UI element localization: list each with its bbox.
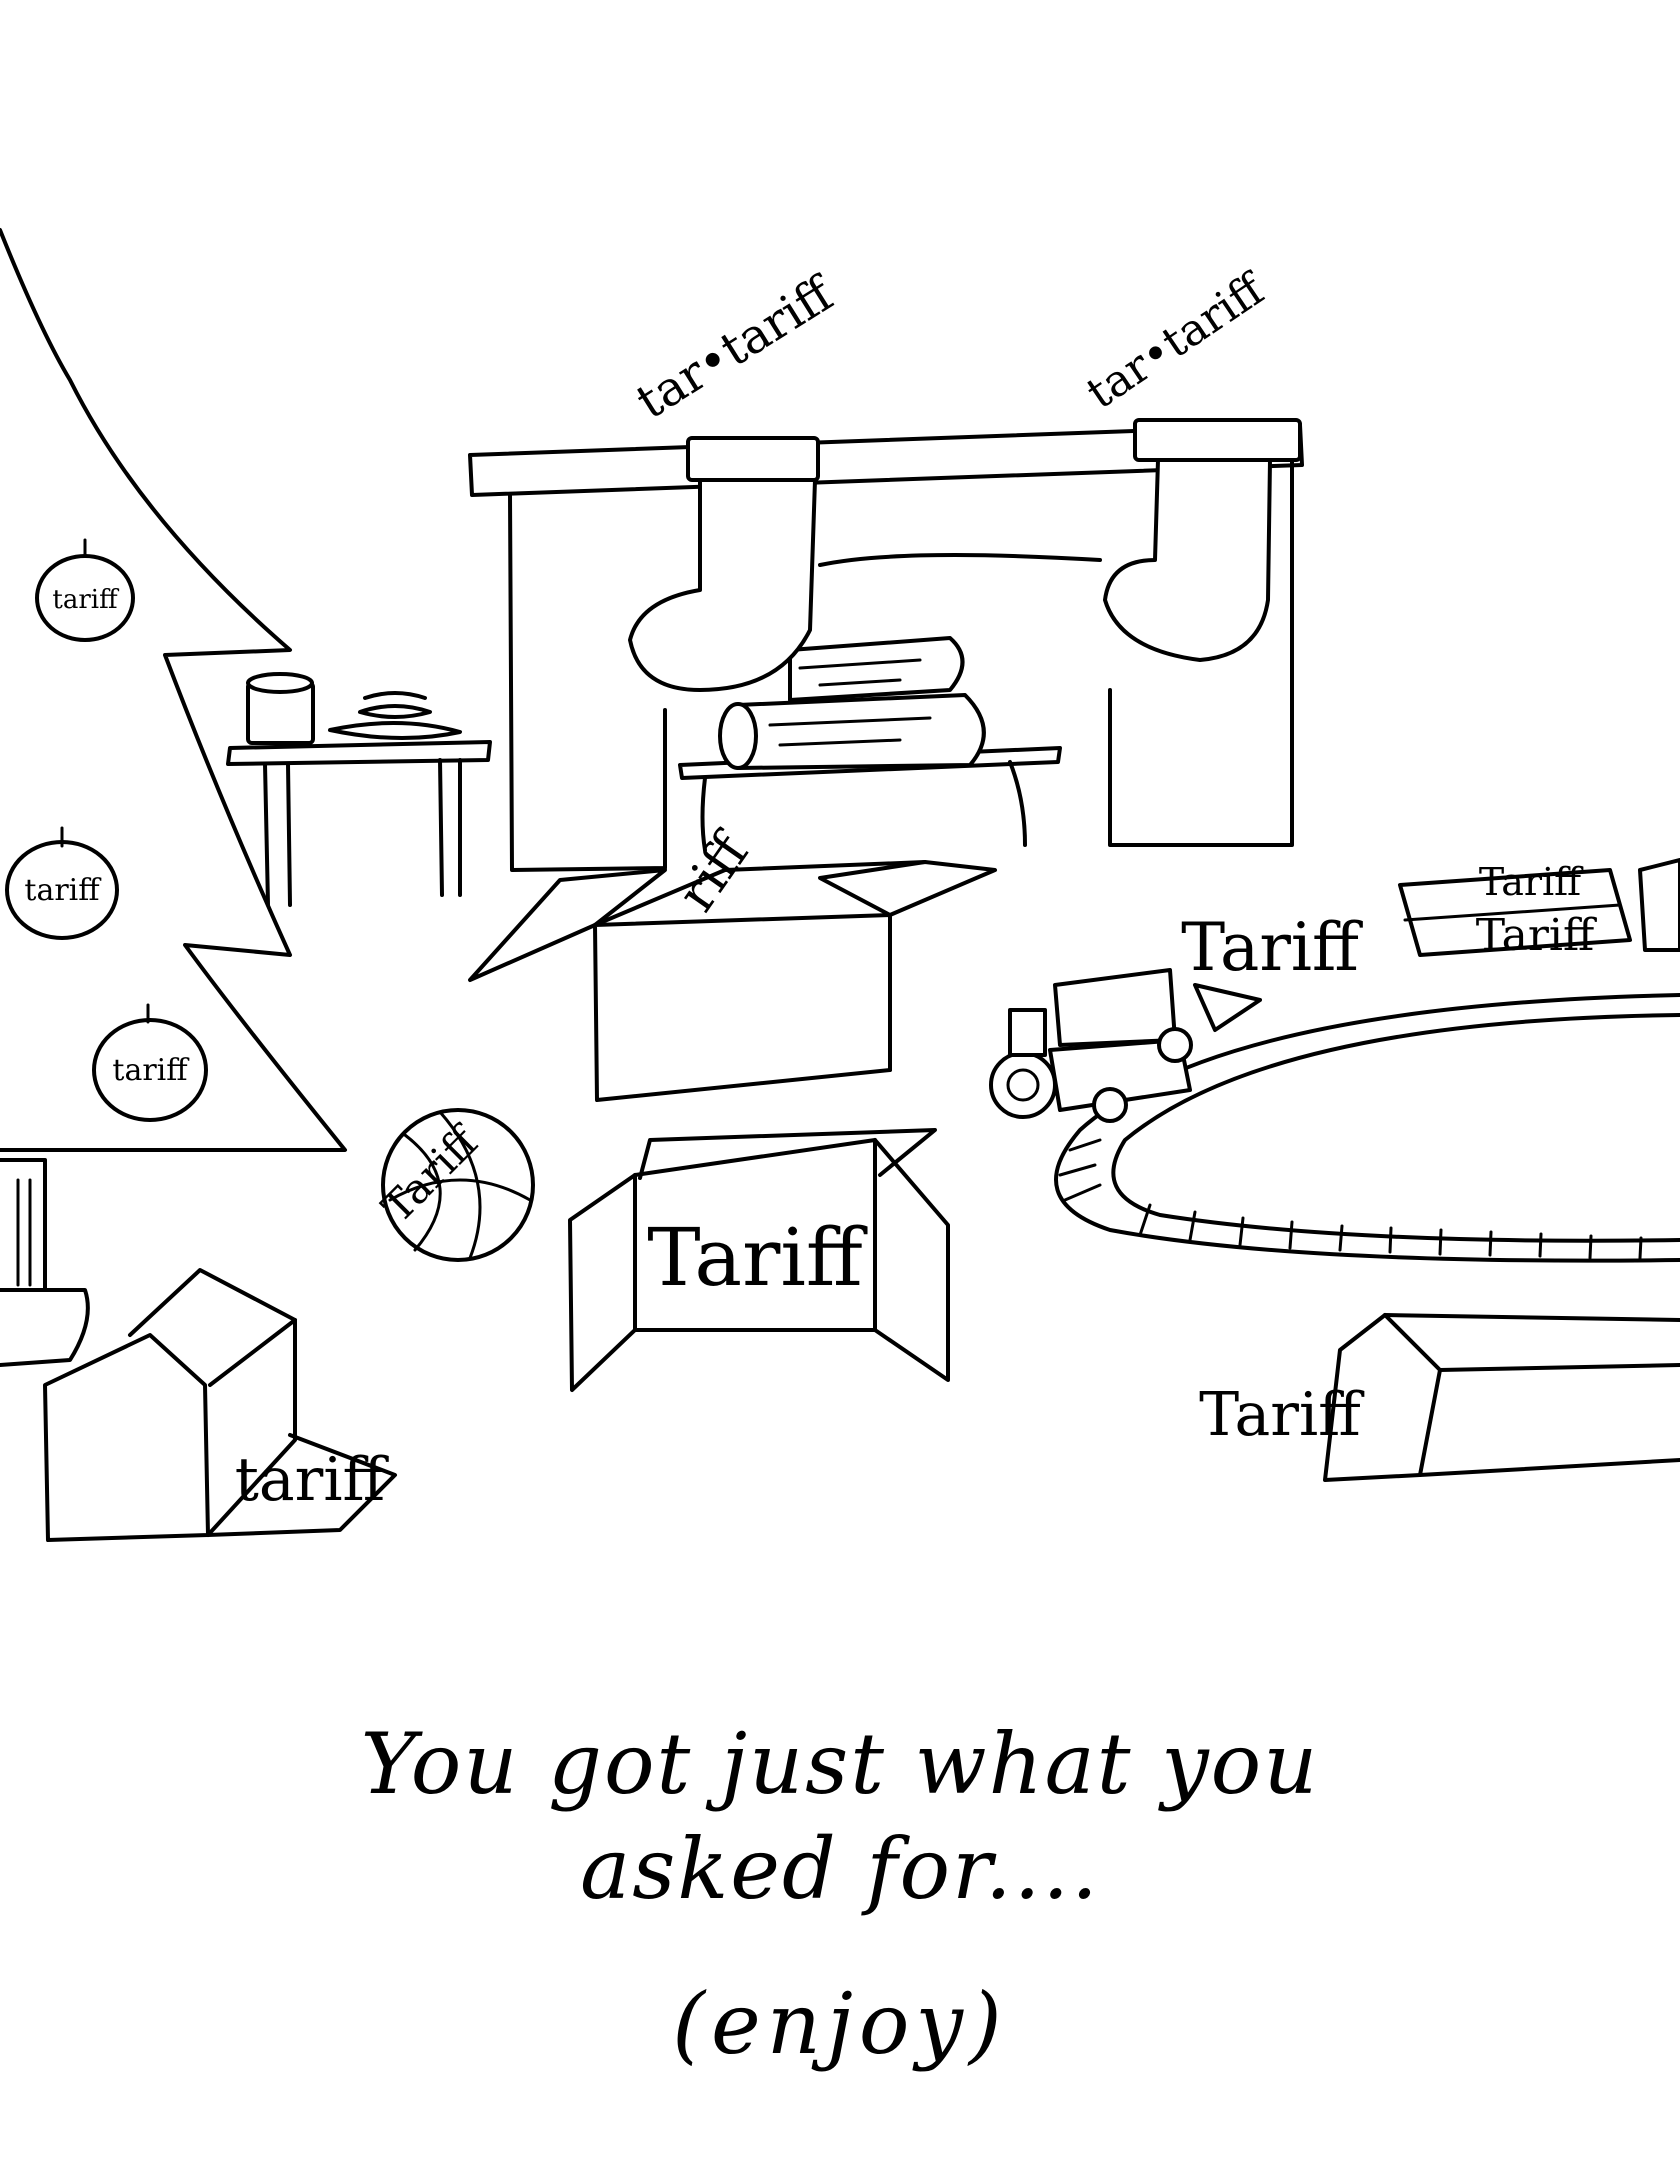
stocking-2-label: tar•tariff: [1078, 263, 1276, 419]
ornament-1-label: tariff: [52, 585, 120, 615]
box-center: Tariff: [568, 1128, 950, 1392]
stove-pipe: [0, 1158, 90, 1367]
stocking-1-label: tar•tariff: [627, 265, 845, 430]
train-track: [1054, 993, 1680, 1263]
box-left-label: tariff: [235, 1445, 390, 1515]
ornament-2: tariff: [5, 826, 119, 940]
box-right: Tariff: [1199, 1313, 1680, 1482]
basketball: Tariff: [372, 1108, 535, 1262]
ornament-3: tariff: [92, 1003, 208, 1122]
box-center-label: Tariff: [647, 1211, 868, 1304]
side-table: [226, 672, 492, 907]
ornament-2-label: tariff: [24, 873, 102, 908]
logs: [718, 636, 986, 770]
train-sign-label: Tariff: [1181, 909, 1363, 986]
ornament-1: tariff: [35, 538, 135, 642]
christmas-tree: [0, 228, 347, 1152]
box-open-top-label: riff: [666, 820, 762, 922]
train-car-bottom-label: Tariff: [1476, 910, 1597, 961]
box-left: tariff: [43, 1268, 397, 1542]
basketball-label: Tariff: [372, 1115, 489, 1232]
caption-line-2: asked for....: [580, 1820, 1100, 1918]
stocking-1: tar•tariff: [627, 265, 845, 692]
stocking-2: tar•tariff: [1078, 263, 1302, 662]
caption-line-1: You got just what you: [360, 1715, 1320, 1813]
box-open-top: riff: [468, 820, 997, 1102]
box-right-label: Tariff: [1199, 1380, 1365, 1450]
ornament-3-label: tariff: [112, 1053, 190, 1088]
train: Tariff Tariff Tariff: [989, 858, 1680, 1123]
caption-line-3: (enjoy): [672, 1975, 1008, 2073]
train-car-top-label: Tariff: [1479, 860, 1584, 904]
